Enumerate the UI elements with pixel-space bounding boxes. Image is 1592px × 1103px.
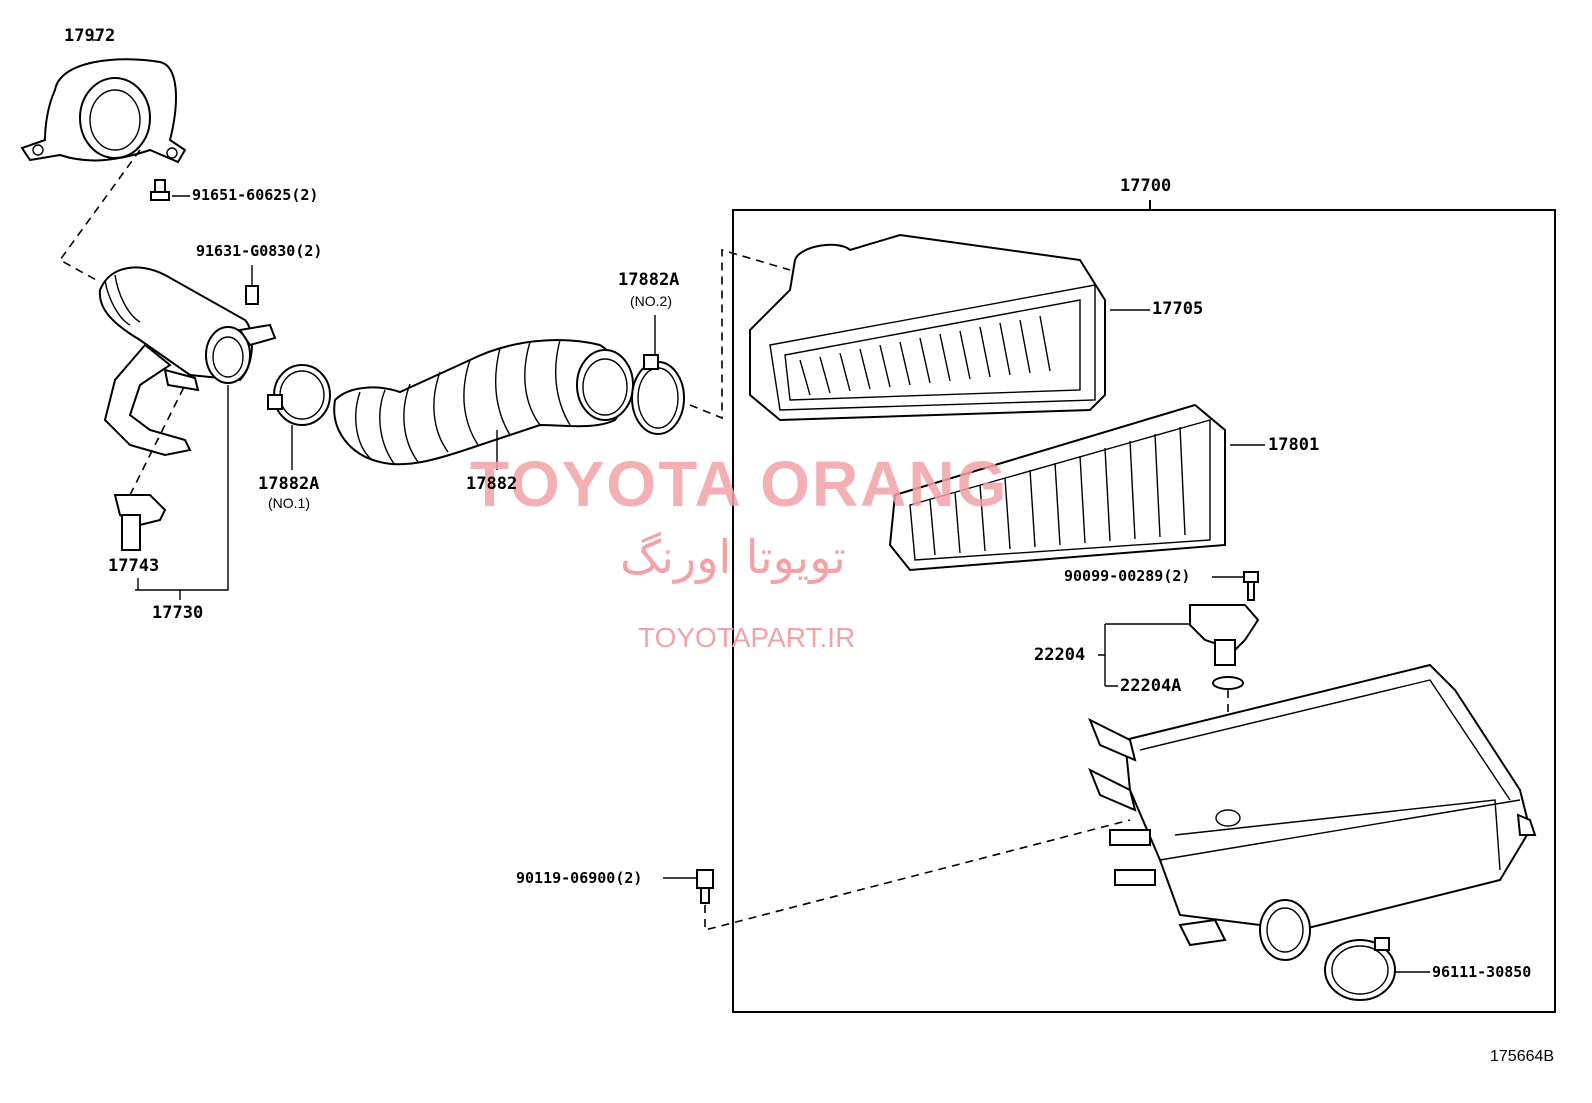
label-90119: 90119-06900(2): [516, 869, 643, 887]
label-96111: 96111-30850: [1432, 963, 1532, 981]
part-17882A-no1-clamp: [267, 364, 331, 470]
label-91631: 91631-G0830(2): [196, 242, 323, 260]
bolt-91631: [245, 265, 259, 305]
part-17801-filter-element: [888, 403, 1265, 572]
watermark-title: TOYOTA ORANG: [470, 448, 1009, 520]
label-17700: 17700: [1120, 176, 1172, 196]
label-17882A-no2-sub: (NO.2): [630, 293, 672, 309]
label-22204A: 22204A: [1120, 676, 1182, 696]
watermark-url: TOYOTAPART.IR: [638, 622, 856, 653]
part-17730-air-tube: [98, 266, 277, 457]
label-17972: 17972: [64, 26, 116, 46]
label-17705: 17705: [1152, 299, 1204, 319]
bolt-91651: [150, 179, 170, 201]
label-91651: 91651-60625(2): [192, 186, 319, 204]
label-17743: 17743: [108, 556, 160, 576]
part-air-cleaner-case: [1088, 663, 1537, 961]
part-17882A-no2-clamp: [631, 315, 685, 435]
part-17705-cap: [749, 233, 1150, 422]
part-17743-sensor: [113, 384, 186, 551]
label-17801: 17801: [1268, 435, 1320, 455]
watermark-persian: تویوتا اورنگ: [620, 530, 846, 584]
diagram-code: 175664B: [1490, 1048, 1555, 1065]
label-17882: 17882: [466, 474, 518, 494]
part-22204-sensor: [1098, 604, 1260, 820]
bolt-90119: [663, 819, 1131, 932]
label-17882A-no1-sub: (NO.1): [268, 495, 310, 511]
label-90099: 90099-00289(2): [1064, 567, 1191, 585]
label-17882A-no1: 17882A: [258, 474, 320, 494]
assembly-box-17700: [732, 209, 1556, 1013]
label-17730: 17730: [152, 603, 204, 623]
bolt-90099: [1212, 571, 1259, 601]
label-17882A-no2: 17882A: [618, 270, 680, 290]
part-96111-clamp: [1324, 937, 1430, 1001]
part-17972-intake-duct: [20, 58, 187, 164]
label-22204: 22204: [1034, 645, 1086, 665]
part-17882-hose: [333, 339, 634, 470]
